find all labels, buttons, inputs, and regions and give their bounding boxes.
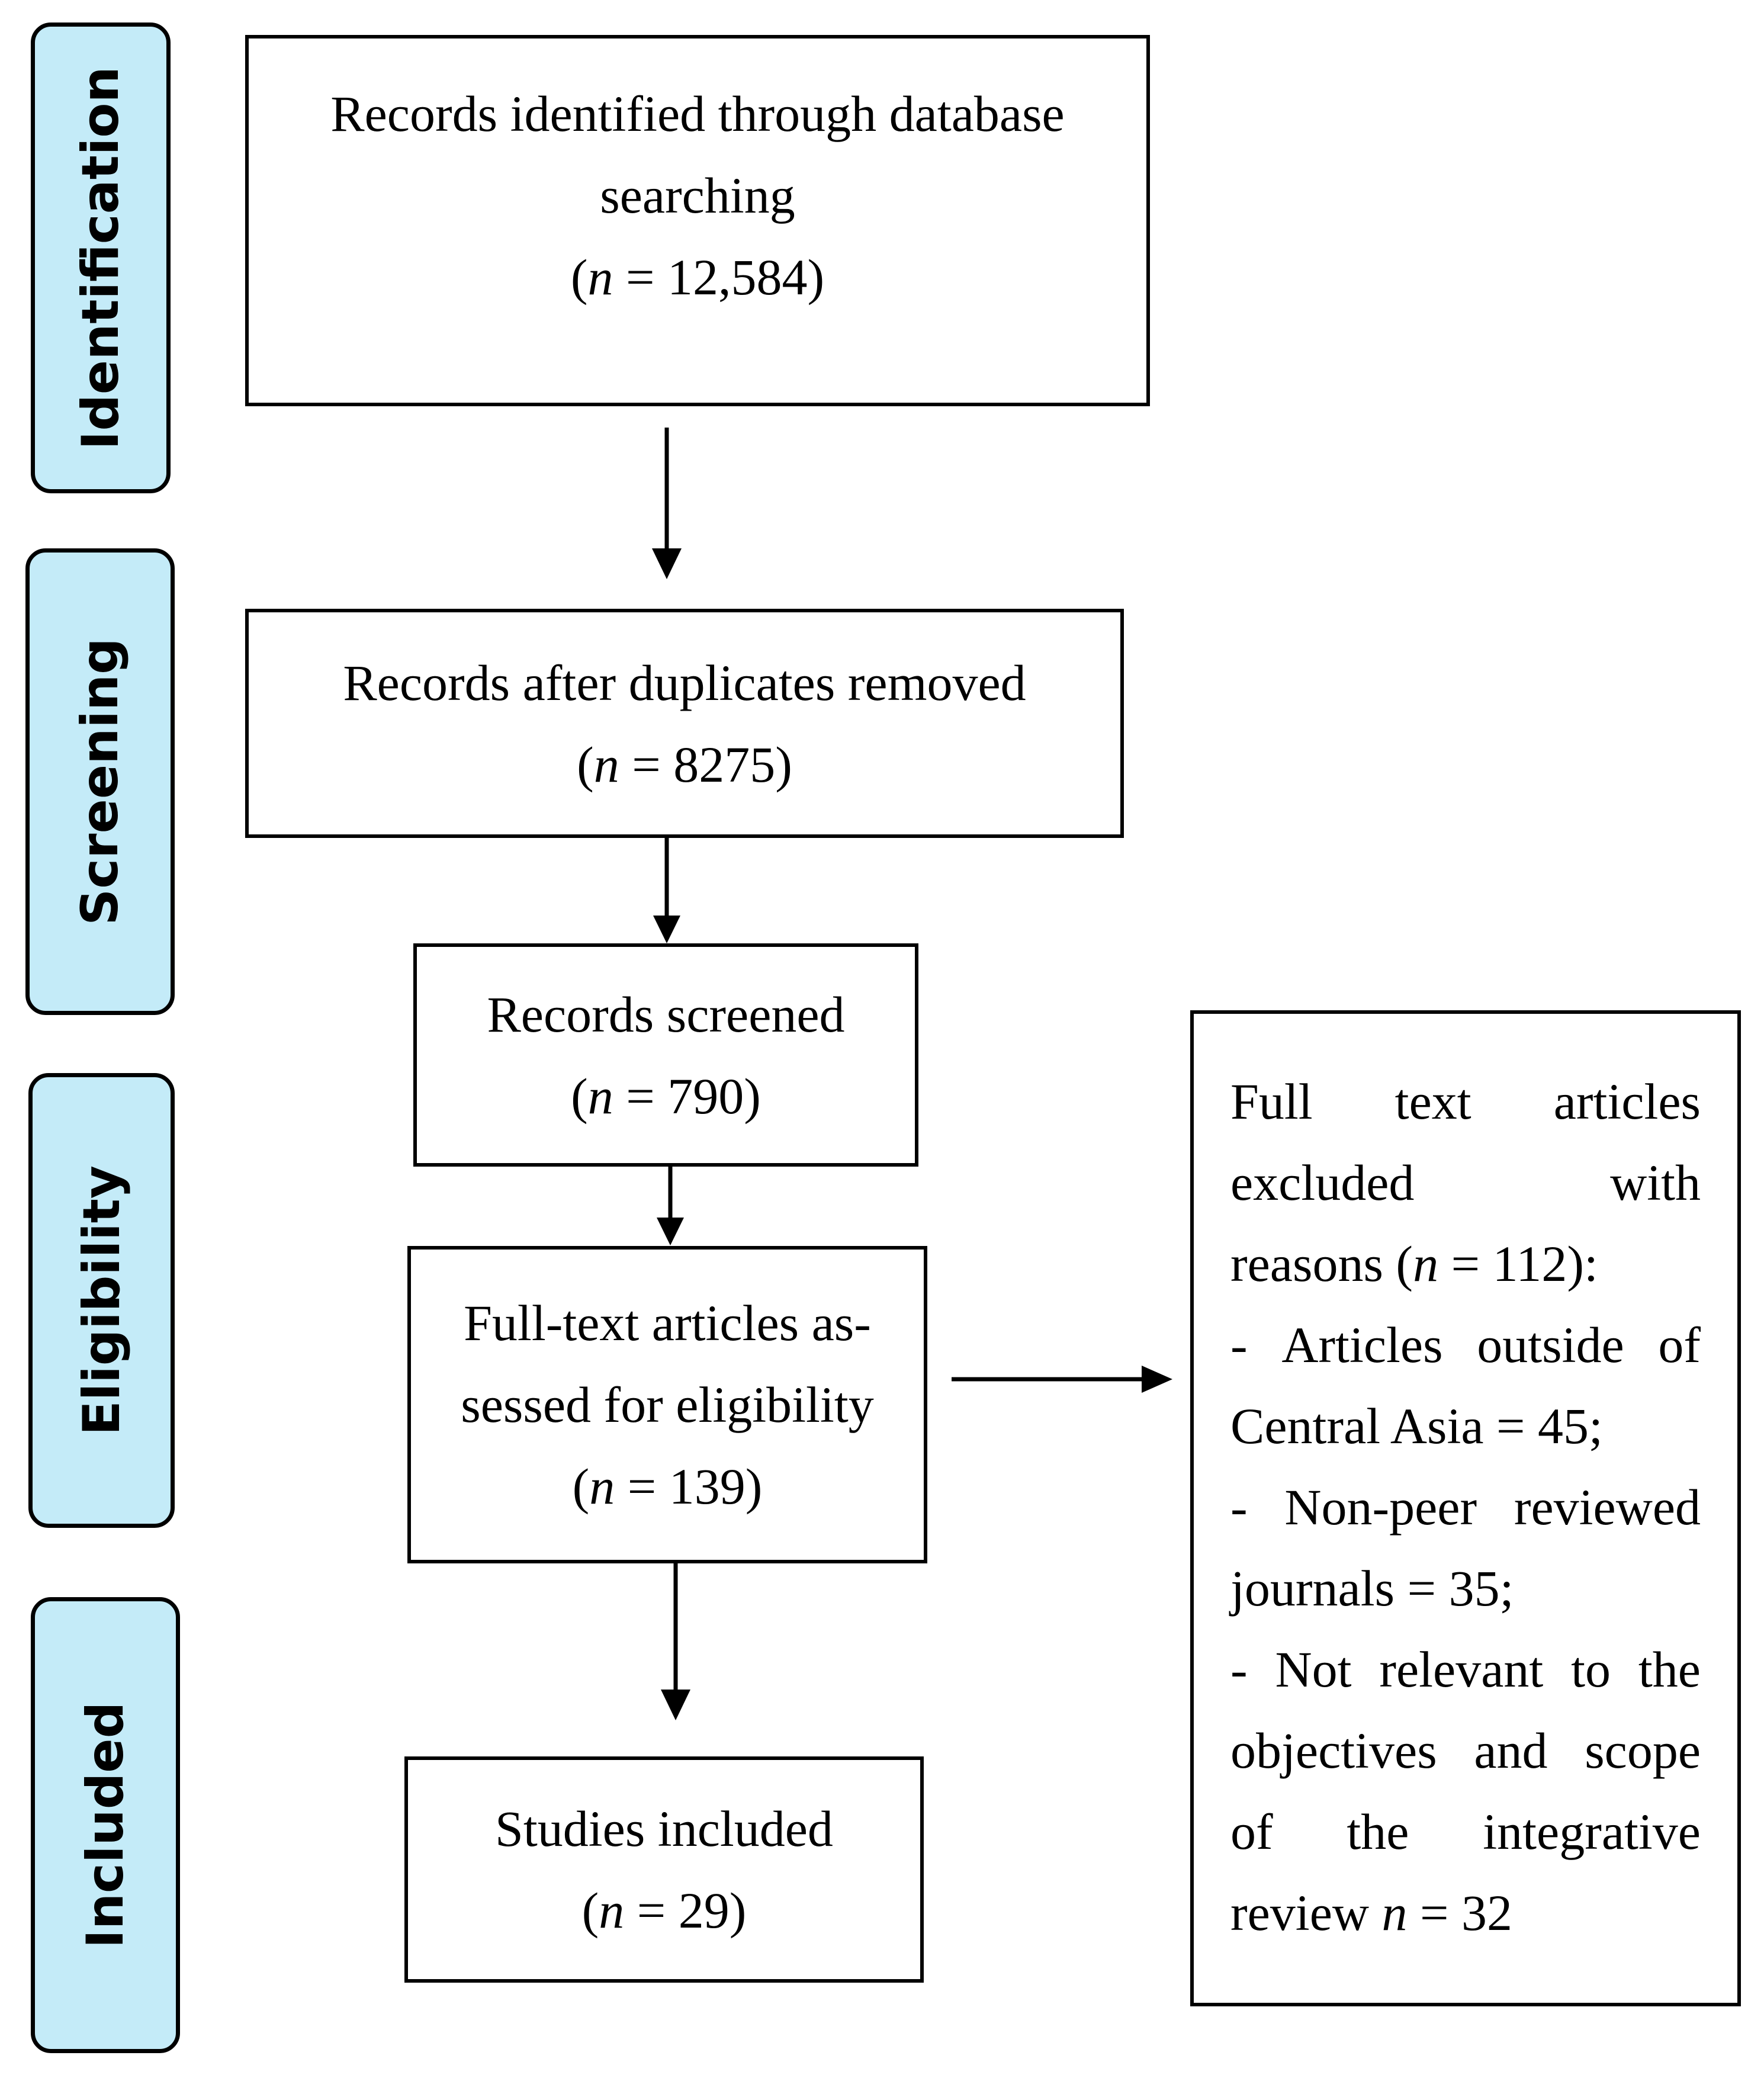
box-records-identified: Records identified through database sear… (245, 35, 1150, 406)
phase-screening: Screening (25, 548, 175, 1015)
box-records-screened-count: (n = 790) (571, 1067, 761, 1125)
arrow-screened-to-fulltext (657, 1167, 684, 1245)
box-duplicates-removed: Records after duplicates removed (n = 82… (245, 609, 1124, 838)
arrow-fulltext-to-included (661, 1563, 690, 1720)
box-records-screened: Records screened (n = 790) (413, 943, 918, 1167)
arrow-duplicates-to-screened (653, 838, 680, 943)
box-records-screened-line1: Records screened (487, 985, 845, 1043)
arrow-identified-to-duplicates (652, 428, 682, 579)
exclusions-line-3: reasons (n = 112): (1230, 1235, 1598, 1292)
arrow-fulltext-to-exclusions (952, 1366, 1172, 1393)
phase-identification: Identification (31, 23, 171, 493)
phase-included: Included (31, 1597, 180, 2053)
exclusions-line-11: review n = 32 (1230, 1884, 1512, 1941)
box-fulltext-assessed: Full-text articles as- sessed for eligib… (407, 1246, 927, 1563)
box-studies-included: Studies included (n = 29) (404, 1756, 924, 1983)
exclusions-line-5: Central Asia = 45; (1230, 1398, 1603, 1454)
box-studies-included-line1: Studies included (495, 1800, 833, 1857)
box-fulltext-assessed-count: (n = 139) (572, 1458, 763, 1515)
box-fulltext-assessed-line2: sessed for eligibility (461, 1376, 874, 1433)
box-records-identified-line1: Records identified through database (330, 85, 1065, 142)
box-records-identified-count: (n = 12,584) (570, 249, 825, 306)
box-fulltext-assessed-line1: Full-text articles as- (464, 1295, 871, 1351)
box-studies-included-count: (n = 29) (581, 1882, 747, 1939)
phase-eligibility: Eligibility (28, 1073, 175, 1528)
box-duplicates-removed-count: (n = 8275) (577, 736, 792, 793)
box-duplicates-removed-line1: Records after duplicates removed (343, 654, 1026, 711)
exclusions-line-7: journals = 35; (1230, 1560, 1514, 1617)
box-records-identified-line2: searching (600, 167, 795, 224)
